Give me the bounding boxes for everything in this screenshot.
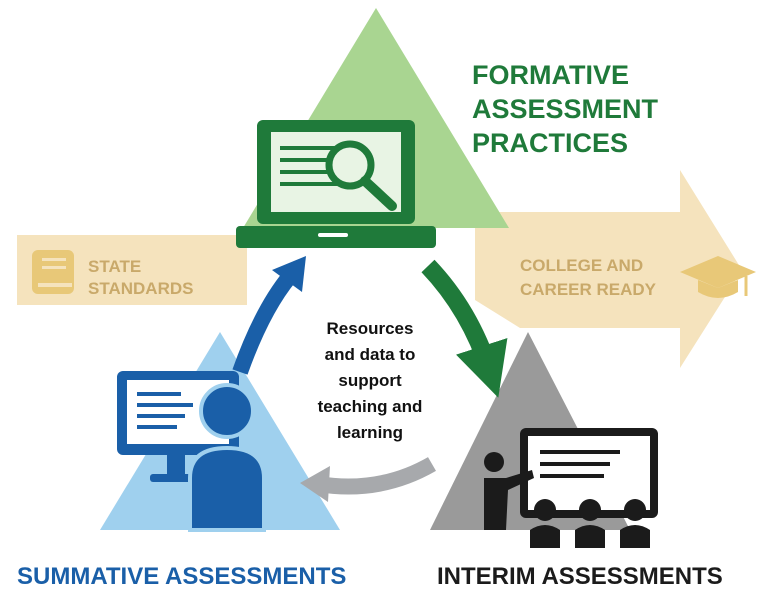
standards-line-2: STANDARDS <box>88 279 194 298</box>
laptop-magnifier-icon <box>236 120 436 248</box>
book-icon <box>32 250 74 294</box>
college-line-2: CAREER READY <box>520 280 657 299</box>
right-band-arrow <box>475 170 742 368</box>
formative-assessment-label: FORMATIVE ASSESSMENT PRACTICES <box>472 58 732 160</box>
center-description: Resources and data to support teaching a… <box>290 316 450 446</box>
cycle-arrow-blue-head <box>272 256 306 292</box>
center-line-1: Resources <box>326 319 414 338</box>
computer-user-icon <box>117 371 266 532</box>
center-line-2: and data to <box>324 345 416 364</box>
formative-line-3: PRACTICES <box>472 128 629 158</box>
state-standards-label: STATE STANDARDS <box>88 256 228 300</box>
cycle-arrow-green <box>421 259 508 398</box>
college-career-label: COLLEGE AND CAREER READY <box>520 254 680 302</box>
formative-line-2: ASSESSMENT <box>472 94 659 124</box>
graduation-cap-icon <box>680 256 756 298</box>
center-line-4: teaching and <box>317 397 423 416</box>
college-line-1: COLLEGE AND <box>520 256 644 275</box>
cycle-arrow-gray-head <box>300 466 330 502</box>
standards-line-1: STATE <box>88 257 142 276</box>
interim-assessments-label: INTERIM ASSESSMENTS <box>437 563 723 590</box>
presentation-classroom-icon <box>484 428 658 548</box>
formative-line-1: FORMATIVE <box>472 60 629 90</box>
center-line-5: learning <box>336 423 404 442</box>
summative-assessments-label: SUMMATIVE ASSESSMENTS <box>17 563 347 590</box>
cycle-arrow-gray <box>316 457 436 495</box>
cycle-arrow-blue <box>232 270 297 375</box>
center-line-3: support <box>338 371 402 390</box>
